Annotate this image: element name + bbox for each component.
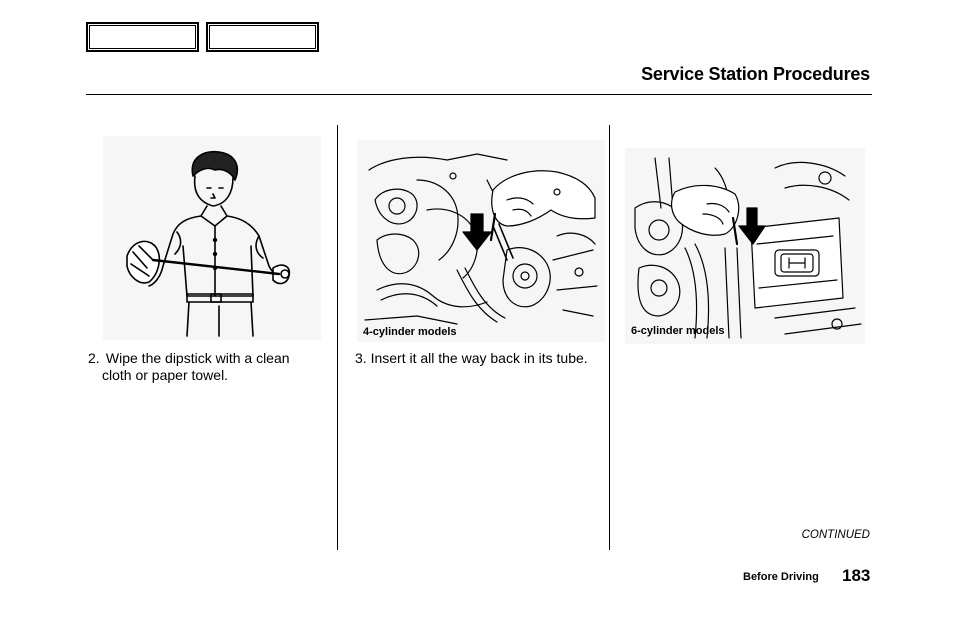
column-divider-2 xyxy=(609,125,610,550)
wipe-dipstick-illustration xyxy=(103,136,321,340)
step-2-text: 2. Wipe the dipstick with a clean cloth … xyxy=(88,350,328,384)
page-title: Service Station Procedures xyxy=(641,64,870,84)
step-2-line-2: cloth or paper towel. xyxy=(102,367,229,383)
figure-caption-6-cylinder: 6-cylinder models xyxy=(631,325,725,337)
title-divider xyxy=(86,94,872,95)
section-name: Before Driving xyxy=(743,571,819,583)
column-divider-1 xyxy=(337,125,338,550)
page-number: 183 xyxy=(842,566,871,585)
nav-tab-button-2[interactable] xyxy=(206,22,319,52)
engine-6-cylinder-illustration xyxy=(625,148,865,344)
engine-4-cylinder-illustration xyxy=(357,140,605,342)
step-2-number: 2. xyxy=(88,350,100,366)
continued-label: CONTINUED xyxy=(801,529,870,541)
step-3-text: 3. Insert it all the way back in its tub… xyxy=(355,350,588,366)
figure-caption-4-cylinder: 4-cylinder models xyxy=(363,326,457,338)
nav-tab-button-1[interactable] xyxy=(86,22,199,52)
step-2-line-1: Wipe the dipstick with a clean xyxy=(105,350,290,366)
